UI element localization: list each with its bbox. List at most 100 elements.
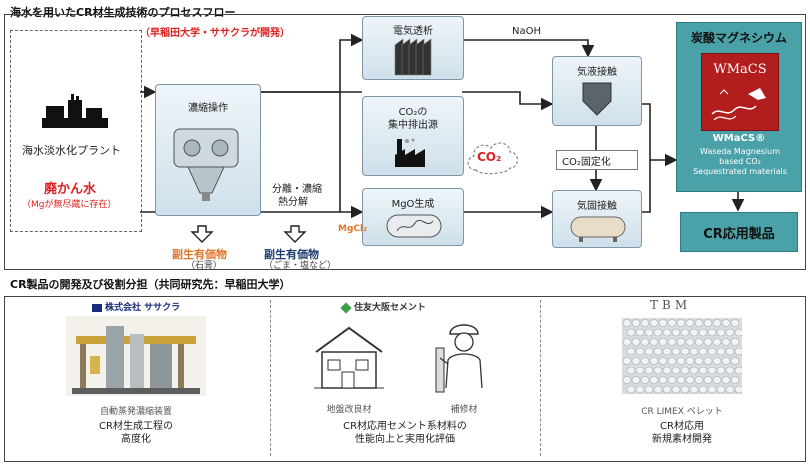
- wmacs-desc-line1: Waseda Magnesium: [699, 147, 781, 156]
- pellet: [694, 376, 704, 384]
- pellet: [635, 347, 645, 356]
- pellet: [671, 366, 681, 375]
- roles-title: CR製品の開発及び役割分担（共同研究先：早稲田大学）: [10, 278, 291, 291]
- pellet: [653, 385, 663, 394]
- tbm-photo-caption: CR LIMEX ペレット: [641, 407, 723, 417]
- kiln-icon: [386, 214, 442, 238]
- flow-title: 海水を用いたCR材生成技術のプロセスフロー: [10, 6, 236, 19]
- pellet: [730, 376, 740, 384]
- pellet: [667, 357, 677, 365]
- soc-company: 住友大阪セメント: [354, 303, 426, 313]
- brine-note: （Mgが無尽蔵に存在）: [22, 200, 117, 210]
- sasakura-company: 株式会社 ササクラ: [105, 303, 181, 313]
- pellet: [653, 366, 663, 375]
- pellet: [685, 376, 695, 384]
- naoh-label: NaOH: [512, 26, 541, 37]
- co2-fix-label: CO₂固定化: [562, 157, 611, 168]
- pellet: [658, 319, 668, 327]
- pellet: [725, 328, 735, 337]
- co2-source-line1: CO₂の: [398, 107, 428, 118]
- pellet: [676, 319, 686, 327]
- cr-product-box: CR応用製品: [680, 212, 798, 252]
- pellet: [631, 338, 641, 346]
- pellet: [734, 328, 742, 337]
- pellet: [703, 357, 713, 365]
- sasakura-desc-line2: 高度化: [121, 434, 151, 445]
- pellet: [644, 366, 654, 375]
- plant-label: 海水淡水化プラント: [22, 144, 121, 157]
- pellet: [662, 328, 672, 337]
- pellet: [649, 319, 659, 327]
- pellet: [716, 347, 726, 356]
- cr-product-label: CR応用製品: [703, 227, 775, 242]
- pellet: [685, 338, 695, 346]
- pellet: [662, 385, 672, 394]
- pellet: [698, 328, 708, 337]
- reactor-tank-icon: [570, 216, 626, 242]
- pellet: [626, 366, 636, 375]
- electrodialysis-label: 電気透析: [393, 26, 433, 37]
- pellet: [694, 319, 704, 327]
- pellet: [658, 338, 668, 346]
- flow-arrows: [140, 33, 745, 243]
- co2-source-line2: 集中排出源: [388, 120, 438, 131]
- pellet: [694, 338, 704, 346]
- mgo-step: MgO生成: [362, 188, 464, 246]
- pellet: [703, 338, 713, 346]
- pellet: [626, 385, 636, 394]
- pellet: [649, 338, 659, 346]
- pellet: [676, 338, 686, 346]
- worker-illustration: [435, 324, 483, 393]
- sasakura-logo: 株式会社 ササクラ: [92, 300, 180, 313]
- pellet: [658, 376, 668, 384]
- pellet: [694, 357, 704, 365]
- plant-area: [10, 30, 142, 232]
- byproduct1-title: 副生有価物: [172, 246, 227, 262]
- gas-solid-contact: 気固接触: [552, 190, 642, 248]
- gas-solid-label: 気固接触: [577, 201, 617, 212]
- wmacs-logo-text: WMaCS: [713, 62, 767, 77]
- concentration-label: 濃縮操作: [188, 103, 228, 114]
- mgco3-title: 炭酸マグネシウム: [690, 31, 787, 45]
- factory-icon: [395, 138, 425, 167]
- pellet: [689, 347, 699, 356]
- pellet: [685, 319, 695, 327]
- pellet: [626, 328, 636, 337]
- pellet: [676, 376, 686, 384]
- pellet: [725, 366, 735, 375]
- wmacs-logo: WMaCS: [701, 53, 779, 131]
- pellet: [734, 366, 742, 375]
- pellet: [707, 328, 717, 337]
- pellet: [698, 366, 708, 375]
- concentration-step: 濃縮操作: [155, 84, 261, 216]
- mgo-label: MgO生成: [391, 199, 435, 210]
- house-illustration: [314, 326, 384, 389]
- co2-bubble-label: CO₂: [477, 150, 502, 164]
- evaporator-plant-photo: [66, 316, 206, 396]
- pellet: [721, 376, 731, 384]
- pellet: [730, 338, 740, 346]
- pellet: [635, 385, 645, 394]
- wmacs-desc-line2: based CO₂: [719, 157, 761, 166]
- soc-caption-a: 地盤改良材: [326, 405, 372, 415]
- byproduct1-sub: （石膏）: [186, 261, 223, 271]
- pellet: [730, 357, 740, 365]
- pellet: [631, 319, 641, 327]
- roles-panel: [4, 296, 806, 462]
- pellet: [640, 338, 650, 346]
- soc-desc: CR材応用セメント系材料の 性能向上と実用化評価: [300, 420, 510, 446]
- co2-fix-box: [556, 150, 638, 170]
- byproduct2-title: 副生有価物: [264, 246, 319, 262]
- separation-line1: 分離・濃縮: [272, 184, 322, 195]
- tbm-desc-line1: CR材応用: [660, 421, 704, 432]
- wave-bird-icon: [711, 88, 766, 121]
- desalination-plant-icon: [42, 94, 108, 128]
- pellet: [716, 366, 726, 375]
- pellet: [689, 328, 699, 337]
- roles-divider-1: [270, 300, 271, 456]
- pellet: [734, 385, 742, 394]
- pellet: [671, 328, 681, 337]
- soc-caption-b: 補修材: [450, 405, 478, 415]
- tbm-desc-line2: 新規素材開発: [652, 434, 712, 445]
- pellet: [622, 376, 632, 384]
